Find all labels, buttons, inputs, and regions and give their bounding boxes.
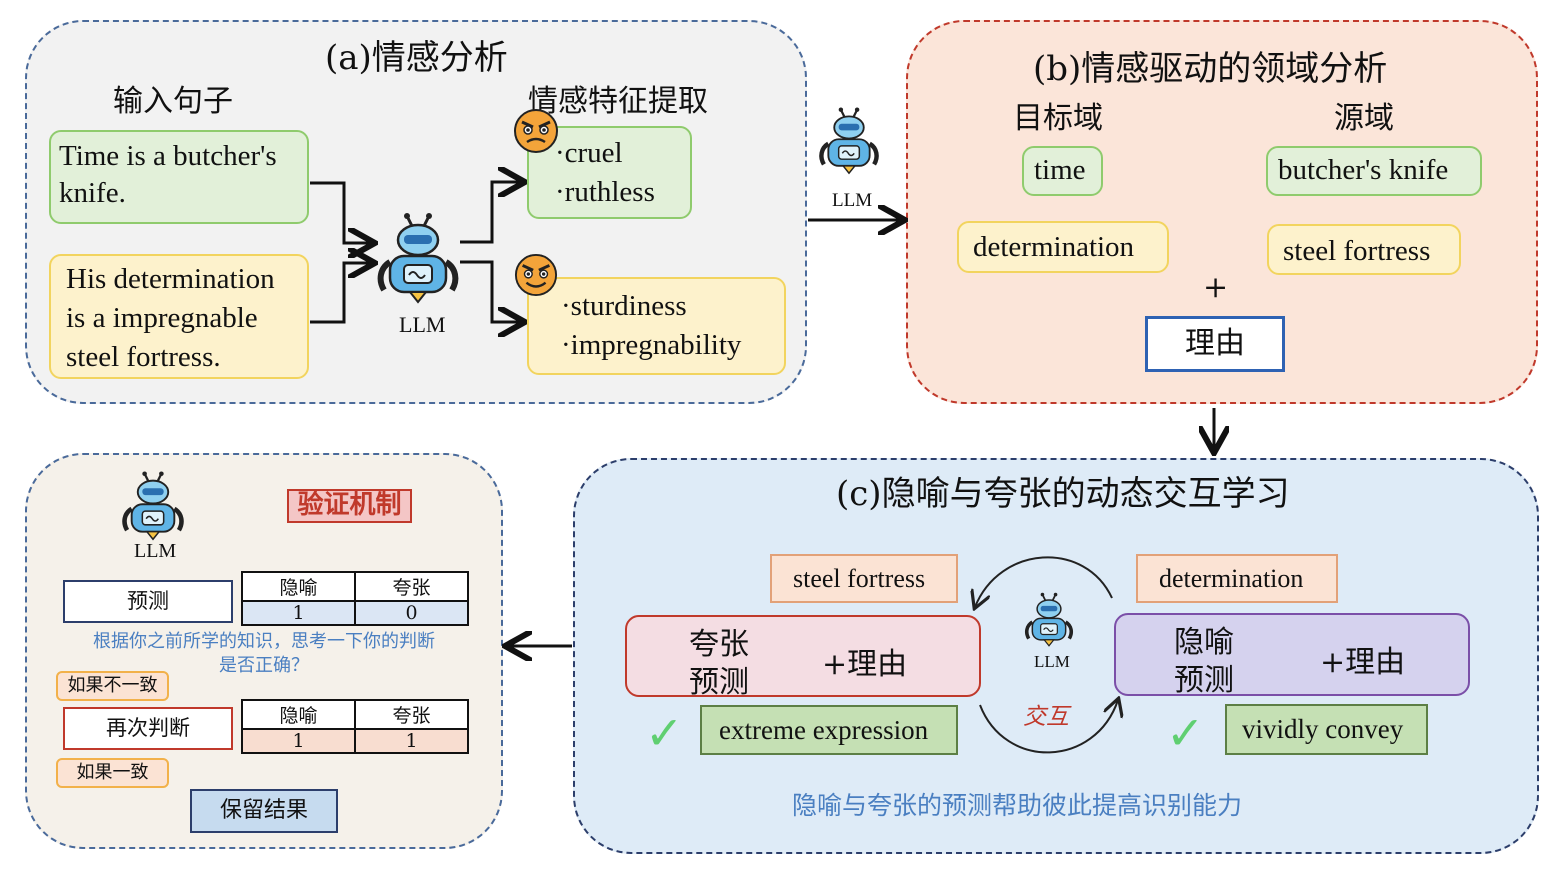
- target-time-box: time: [1022, 146, 1103, 196]
- source-term: steel fortress: [1283, 235, 1431, 267]
- check-icon: ✓: [645, 706, 684, 760]
- tag-text: steel fortress: [793, 564, 926, 593]
- prompt-line: 根据你之前所学的知识，思考一下你的判断: [93, 631, 435, 652]
- sentence-1-box: Time is a butcher's knife.: [49, 130, 309, 224]
- feature-item: ·cruel: [555, 137, 623, 169]
- panel-c-caption: 隐喻与夸张的预测帮助彼此提高识别能力: [792, 791, 1243, 820]
- reason-suffix: +理由: [1320, 645, 1406, 680]
- panel-c-title: (c)隐喻与夸张的动态交互学习: [836, 474, 1290, 514]
- plus-sign: +: [1203, 270, 1229, 305]
- features-1-box: ·cruel ·ruthless: [527, 126, 692, 219]
- robot-icon: [1024, 592, 1074, 647]
- table-header: 隐喻: [241, 699, 356, 730]
- robot-icon: [122, 471, 184, 541]
- cycle-arc-top: [975, 556, 1113, 607]
- sentence-2-line: is a impregnable: [66, 302, 258, 334]
- robot-label: LLM: [134, 540, 177, 562]
- prediction-word: 预测: [689, 665, 749, 700]
- reason-box: 理由: [1145, 316, 1285, 372]
- target-determination-box: determination: [957, 221, 1169, 273]
- check-icon: ✓: [1166, 706, 1205, 760]
- result-vividly-convey: vividly convey: [1225, 704, 1428, 755]
- sentence-2-line: His determination: [66, 263, 275, 295]
- reason-suffix: +理由: [822, 647, 908, 682]
- feature-item: ·sturdiness: [561, 290, 687, 322]
- robot-label: LLM: [832, 190, 873, 211]
- result-text: vividly convey: [1242, 714, 1404, 744]
- interaction-label: 交互: [1023, 704, 1069, 730]
- feature-extraction-label: 情感特征提取: [528, 84, 708, 119]
- source-domain-label: 源域: [1334, 101, 1394, 136]
- reflection-prompt: 根据你之前所学的知识，思考一下你的判断 是否正确？: [42, 630, 486, 678]
- if-consistent-tag: 如果一致: [56, 758, 169, 788]
- robot-icon: [377, 213, 459, 304]
- determined-face-icon: [514, 253, 558, 297]
- sentence-1-line: knife.: [59, 177, 126, 209]
- table-cell: 0: [354, 600, 469, 626]
- sentence-2-line: steel fortress.: [66, 341, 221, 373]
- table-header: 隐喻: [241, 571, 356, 602]
- robot-icon: [819, 107, 879, 175]
- angry-face-icon: [514, 109, 558, 153]
- table-cell: 1: [241, 600, 356, 626]
- arrow-sentence2-to-llm: [310, 263, 372, 324]
- table-header: 夸张: [354, 699, 469, 730]
- source-fortress-box: steel fortress: [1267, 224, 1461, 275]
- arrow-llm-to-features1: [460, 182, 522, 244]
- tag-text: determination: [1159, 564, 1304, 593]
- rejudge-label: 再次判断: [106, 716, 190, 740]
- result-extreme-expression: extreme expression: [700, 705, 958, 755]
- prediction-type: 隐喻: [1174, 625, 1234, 660]
- reason-label: 理由: [1185, 326, 1245, 361]
- table-cell: 1: [241, 728, 356, 754]
- feature-item: ·impregnability: [561, 329, 742, 361]
- prediction-word: 预测: [1174, 663, 1234, 698]
- prediction-type: 夸张: [689, 627, 749, 662]
- prediction-table-2: 隐喻 夸张 1 1: [241, 699, 469, 754]
- target-domain-label: 目标域: [1013, 101, 1103, 136]
- tag-determination: determination: [1136, 554, 1338, 603]
- result-text: extreme expression: [719, 715, 929, 745]
- robot-label: LLM: [1034, 652, 1070, 671]
- arrow-llm-to-features2: [460, 260, 522, 322]
- prompt-line: 是否正确？: [219, 655, 309, 676]
- tag-steel-fortress: steel fortress: [770, 554, 958, 603]
- predict-box: 预测: [63, 580, 233, 623]
- cycle-arc-bottom: [979, 700, 1118, 754]
- tag-text: 如果一致: [76, 762, 149, 783]
- predict-label: 预测: [127, 589, 169, 613]
- panel-a-title: (a)情感分析: [325, 38, 508, 78]
- rejudge-box: 再次判断: [63, 707, 233, 750]
- input-sentence-label: 输入句子: [113, 84, 233, 119]
- tag-text: 如果不一致: [67, 675, 158, 696]
- if-inconsistent-tag: 如果不一致: [56, 671, 169, 701]
- sentence-1-line: Time is a butcher's: [59, 140, 277, 172]
- source-knife-box: butcher's knife: [1266, 146, 1482, 196]
- features-2-box: ·sturdiness ·impregnability: [527, 277, 786, 375]
- target-term: determination: [973, 231, 1135, 263]
- sentence-2-box: His determination is a impregnable steel…: [49, 254, 309, 379]
- panel-b-title: (b)情感驱动的领域分析: [1033, 49, 1388, 89]
- keep-label: 保留结果: [219, 798, 308, 823]
- table-header: 夸张: [354, 571, 469, 602]
- table-cell: 1: [354, 728, 469, 754]
- source-term: butcher's knife: [1278, 154, 1449, 186]
- verification-mechanism-label: 验证机制: [287, 489, 412, 523]
- verify-text: 验证机制: [297, 490, 402, 520]
- robot-label: LLM: [399, 312, 446, 337]
- metaphor-prediction-box: 隐喻 预测 +理由: [1114, 613, 1470, 698]
- feature-item: ·ruthless: [555, 176, 655, 208]
- hyperbole-prediction-box: 夸张 预测 +理由: [625, 615, 981, 700]
- keep-result-box: 保留结果: [190, 789, 338, 833]
- arrow-sentence1-to-llm: [310, 181, 372, 243]
- prediction-table-1: 隐喻 夸张 1 0: [241, 571, 469, 626]
- target-term: time: [1034, 154, 1086, 186]
